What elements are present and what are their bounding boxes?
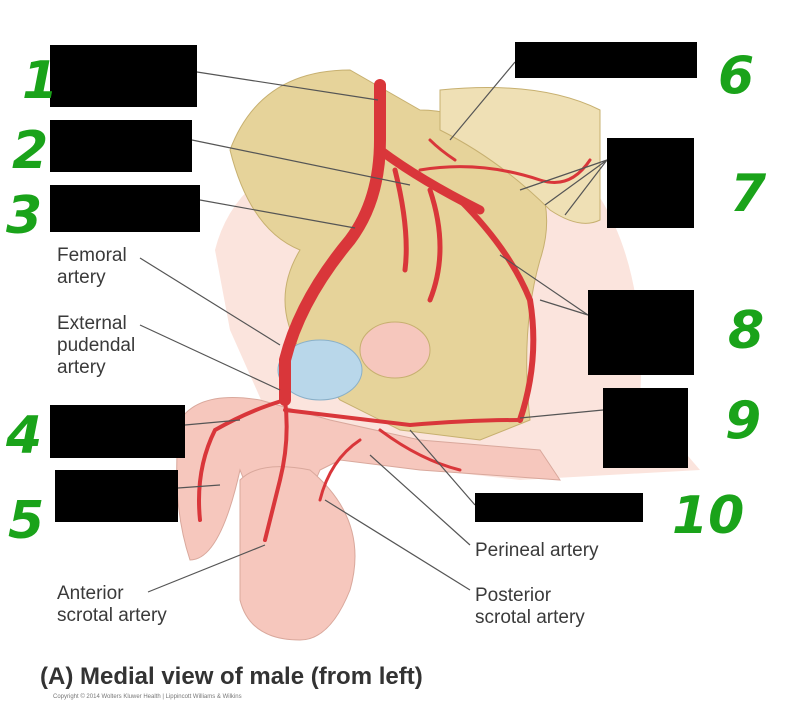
handwritten-number-6: 6 xyxy=(718,46,755,106)
figure-caption: (A) Medial view of male (from left) xyxy=(40,663,423,690)
copyright-notice: Copyright © 2014 Wolters Kluwer Health |… xyxy=(53,694,242,700)
handwritten-number-5: 5 xyxy=(8,491,45,551)
redacted-label-10 xyxy=(475,493,643,522)
redacted-label-7 xyxy=(607,138,694,228)
redacted-label-1 xyxy=(50,45,197,107)
handwritten-number-3: 3 xyxy=(6,186,43,246)
redacted-label-9 xyxy=(603,388,688,468)
handwritten-number-8: 8 xyxy=(728,301,765,361)
redacted-label-8 xyxy=(588,290,694,375)
handwritten-number-10: 10 xyxy=(672,486,745,546)
handwritten-number-7: 7 xyxy=(730,164,767,224)
redacted-label-4 xyxy=(50,405,185,458)
handwritten-number-9: 9 xyxy=(725,391,762,451)
perineal-artery-label: Perineal artery xyxy=(475,540,599,561)
handwritten-number-1: 1 xyxy=(22,51,59,111)
redacted-label-3 xyxy=(50,185,200,232)
redacted-label-5 xyxy=(55,470,178,522)
handwritten-number-4: 4 xyxy=(6,406,43,466)
redacted-label-6 xyxy=(515,42,697,78)
pelvic-bone xyxy=(229,69,601,441)
arteries xyxy=(197,79,592,542)
redacted-label-2 xyxy=(50,120,192,172)
handwritten-number-2: 2 xyxy=(12,121,49,181)
leader-lines xyxy=(139,61,608,593)
